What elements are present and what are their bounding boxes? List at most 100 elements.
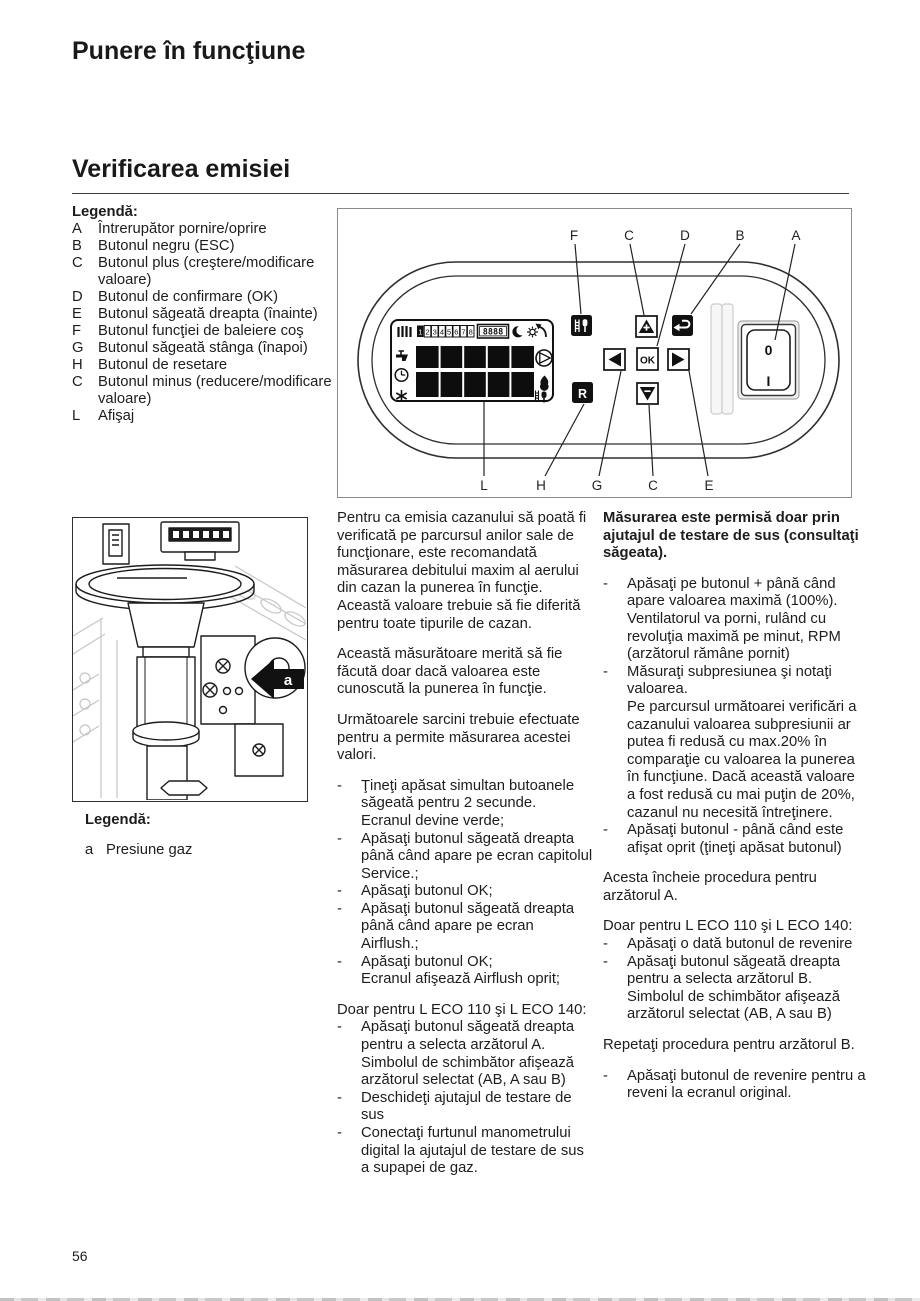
instruction-text: Apăsaţi o dată butonul de revenire: [627, 936, 853, 953]
radiator-icon: [397, 326, 412, 337]
sun-icon: [527, 326, 538, 338]
callout-label-C-minus: C: [648, 478, 658, 493]
instruction-list: - Apăsaţi o dată butonul de revenire -Apă…: [603, 936, 866, 1024]
instruction-item: - Conectaţi furtunul manometrului digital…: [337, 1125, 593, 1178]
instruction-text: Apăsaţi butonul de revenire pentru a rev…: [627, 1067, 866, 1102]
instruction-text: Apăsaţi butonul săgeată dreapta până cân…: [361, 830, 593, 882]
legend-label: Butonul de resetare: [98, 357, 228, 373]
sweep-function-button: [571, 315, 592, 336]
page-number: 56: [72, 1248, 88, 1264]
valve-legend-label: Presiune gaz: [106, 842, 193, 858]
instruction-item: -Apăsaţi butonul săgeată dreapta pentru …: [603, 954, 866, 1024]
callout-label-F: F: [570, 228, 578, 243]
instruction-item: - Apăsaţi butonul de revenire pentru a re…: [603, 1068, 866, 1103]
instruction-text: Apăsaţi butonul OK;: [361, 883, 493, 900]
bullet-dash: -: [603, 663, 608, 680]
callout-label-E: E: [704, 478, 713, 493]
left-arrow-button: [603, 348, 626, 371]
instruction-list: - Ţineţi apăsat simultan butoanele săgeat…: [337, 778, 593, 989]
valve-legend-key: a: [85, 842, 94, 858]
bullet-dash: -: [337, 1019, 342, 1036]
paragraph: Acesta încheie procedura pentru arzătoru…: [603, 870, 817, 904]
legend-item: C Butonul plus (creştere/modificare valoa…: [72, 255, 346, 289]
valve-flange-disc: [75, 564, 255, 604]
clock-icon: [394, 367, 409, 383]
svg-text:8888: 8888: [483, 327, 503, 337]
control-panel-figure: 1 2 3 4 5 6 7 8: [337, 208, 852, 498]
flame-icon: [540, 375, 549, 391]
valve-neck: [127, 602, 205, 648]
legend-label: Butonul funcţiei de baleiere coş: [98, 323, 304, 339]
program-digit-strip: 1 2 3 4 5 6 7 8: [417, 325, 475, 338]
lcd-display: 1 2 3 4 5 6 7 8: [390, 319, 554, 403]
right-triangle-icon: [672, 352, 685, 367]
svg-text:3: 3: [433, 328, 437, 337]
instruction-item: - Apăsaţi butonul săgeată dreapta până câ…: [337, 831, 593, 884]
plus-icon: [643, 324, 650, 331]
control-panel-drawing: 1 2 3 4 5 6 7 8: [357, 228, 840, 493]
instruction-list: - Apăsaţi butonul de revenire pentru a re…: [603, 1068, 866, 1103]
reset-label: R: [578, 387, 587, 401]
card-slot: [710, 303, 734, 415]
instructions-column-right: Măsurarea este permisă doar prin ajutaju…: [603, 510, 866, 1116]
legend-label: Butonul negru (ESC): [98, 238, 235, 254]
legend-key: H: [72, 357, 83, 373]
legend-key: E: [72, 306, 82, 322]
subheading: Doar pentru L ECO 110 şi L ECO 140:: [603, 918, 853, 935]
legend-label: Afişaj: [98, 408, 135, 424]
ok-label: OK: [640, 356, 656, 367]
instruction-text: Conectaţi furtunul manometrului digital …: [361, 1125, 584, 1177]
instruction-item: -Apăsaţi butonul - până când este afişat…: [603, 822, 866, 857]
legend-label: Butonul săgeată stânga (înapoi): [98, 340, 308, 356]
legend-key: G: [72, 340, 84, 356]
svg-text:8: 8: [469, 328, 473, 337]
paragraph: Repetaţi procedura pentru arzătorul B.: [603, 1037, 855, 1054]
bullet-dash: -: [337, 830, 342, 847]
bullet-dash: -: [337, 1125, 342, 1141]
power-switch: 0 I: [737, 320, 800, 400]
legend-label: Butonul de confirmare (OK): [98, 289, 279, 305]
callout-label-D: D: [680, 228, 690, 243]
tap-icon: [396, 350, 408, 361]
callout-label-A: A: [791, 228, 800, 243]
instruction-text: Ţineţi apăsat simultan butoanele săgeată…: [361, 777, 575, 829]
bullet-dash: -: [337, 883, 342, 900]
valve-cylinder: [136, 656, 196, 730]
valve-assembly: [75, 521, 306, 801]
flue-arrow-icon: [535, 323, 547, 338]
legend-key: F: [72, 323, 82, 339]
reset-button: R: [572, 382, 593, 403]
legend-key: C: [72, 255, 83, 271]
switch-off-label: 0: [765, 342, 773, 358]
instruction-item: -Deschideţi ajutajul de testare de sus: [337, 1090, 593, 1125]
hex-nut: [160, 780, 208, 796]
callout-lines: [483, 243, 796, 477]
legend-label: Butonul plus (creştere/modificare valoar…: [98, 255, 315, 288]
back-button: [672, 315, 693, 336]
bullet-dash: -: [603, 936, 608, 953]
instruction-text: Măsuraţi subpresiunea şi notaţi valoarea…: [627, 663, 857, 821]
instruction-list: -Apăsaţi butonul săgeată dreapta pentru …: [337, 1019, 593, 1177]
paragraph: Pentru ca emisia cazanului să poată fi v…: [337, 510, 587, 632]
sweep-function-icon: [574, 319, 588, 332]
scan-edge-artifact: [0, 1298, 920, 1301]
legend-key: C: [72, 374, 83, 390]
return-arrow-icon: [673, 319, 691, 332]
instruction-item: -Apăsaţi butonul OK; Ecranul afişează Ai…: [337, 954, 593, 989]
callout-label-C-plus: C: [624, 228, 634, 243]
bullet-dash: -: [603, 1067, 608, 1084]
legend-item: H Butonul de resetare: [72, 357, 346, 374]
switch-on-label: I: [767, 373, 771, 389]
rocker-switch: [746, 329, 791, 391]
instruction-item: - Apăsaţi butonul OK;: [337, 883, 593, 901]
svg-text:6: 6: [454, 328, 458, 337]
section-title: Verificarea emisiei: [72, 155, 291, 183]
section-divider: [72, 193, 849, 194]
chimney-sweep-icon: [534, 390, 547, 403]
callout-label-B: B: [735, 228, 744, 243]
arrow-label: a: [284, 672, 293, 689]
